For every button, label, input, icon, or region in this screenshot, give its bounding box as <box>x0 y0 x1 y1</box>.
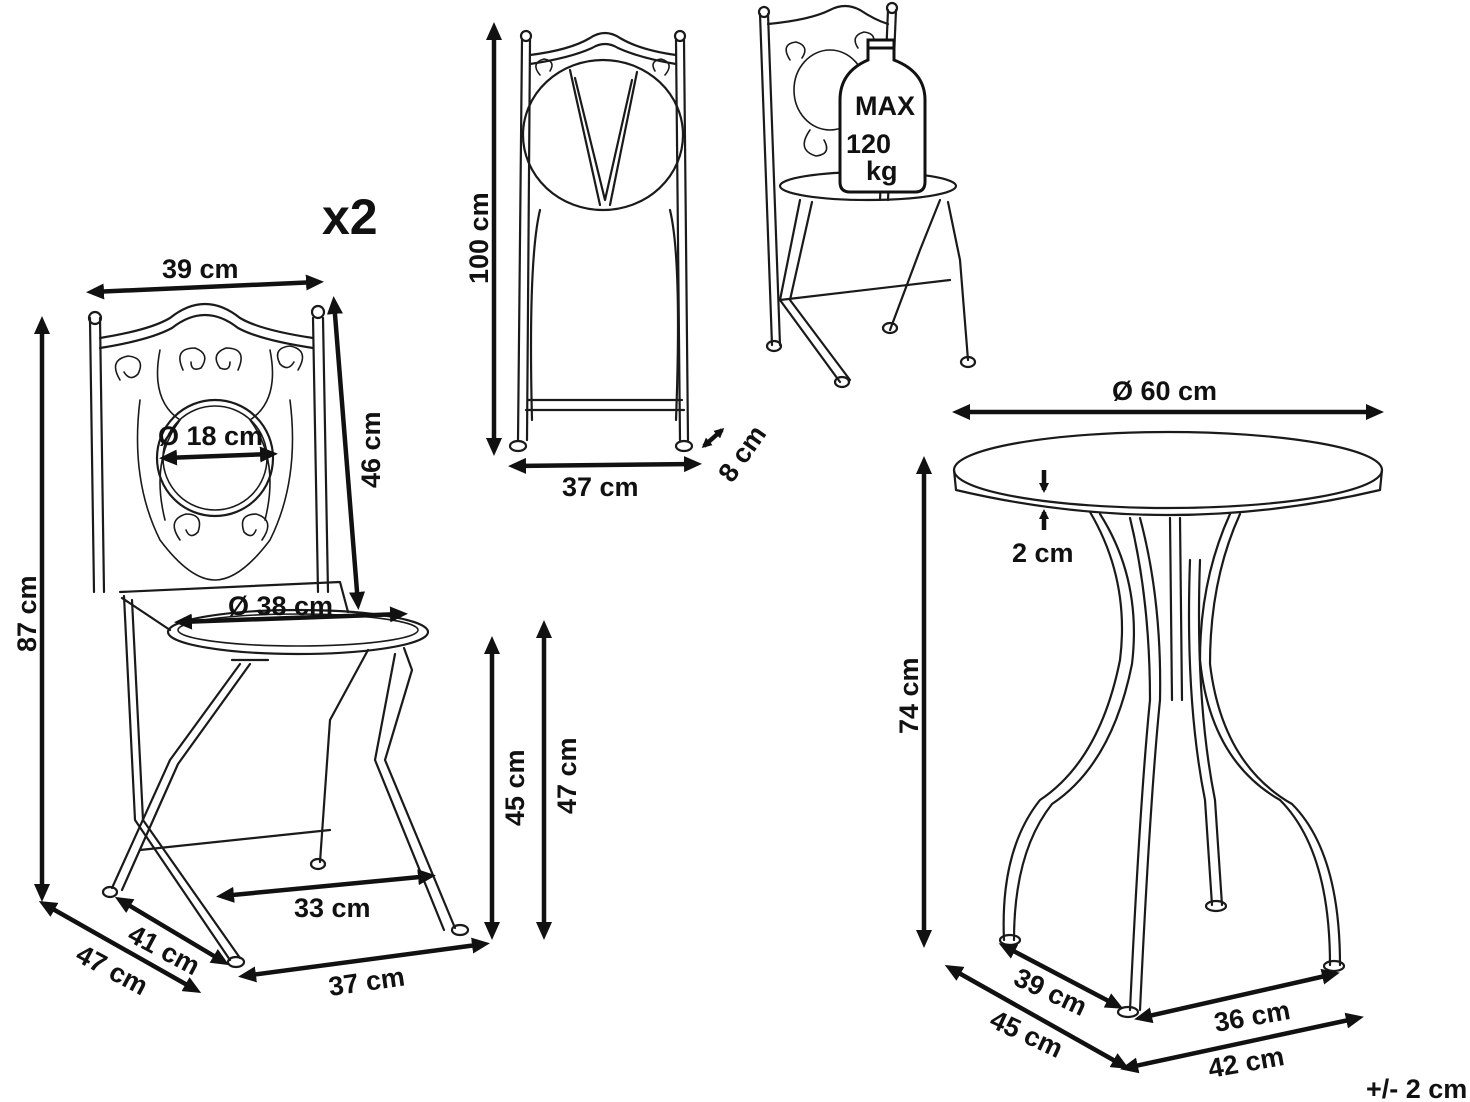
chair-front-drawing <box>87 302 470 969</box>
table-height-label: 74 cm <box>894 657 924 734</box>
folded-width-label: 37 cm <box>562 472 639 502</box>
folded-height-label: 100 cm <box>464 192 494 284</box>
weight-unit-label: kg <box>866 156 898 186</box>
folded-chair-dimension-arrows <box>486 22 725 474</box>
folded-chair-drawing <box>508 29 694 453</box>
weight-max-label: MAX <box>855 91 915 121</box>
seat-diameter-label: Ø 38 cm <box>228 591 333 621</box>
table-drawing <box>952 430 1384 1019</box>
seat-height-label: 45 cm <box>500 749 530 826</box>
seat-top-height-label: 47 cm <box>552 737 582 814</box>
table-dimension-arrows <box>916 404 1384 1074</box>
tolerance-note: +/- 2 cm <box>1366 1074 1467 1102</box>
backrest-height-label: 46 cm <box>356 411 386 488</box>
medallion-diameter-label: Ø 18 cm <box>158 421 263 451</box>
backrest-width-label: 39 cm <box>162 254 239 284</box>
weight-bottle-icon <box>838 38 927 194</box>
chair-height-label: 87 cm <box>12 575 42 652</box>
table-diameter-label: Ø 60 cm <box>1112 376 1217 406</box>
leg-span-inner-b-label: 36 cm <box>1212 995 1293 1038</box>
weight-value-label: 120 <box>846 129 891 159</box>
foot-width-label: 37 cm <box>327 962 407 1002</box>
inner-leg-width-label: 33 cm <box>294 893 371 923</box>
quantity-multiplier: x2 <box>322 189 378 245</box>
table-thickness-label: 2 cm <box>1012 538 1074 568</box>
chair-dimension-arrows <box>34 274 552 993</box>
